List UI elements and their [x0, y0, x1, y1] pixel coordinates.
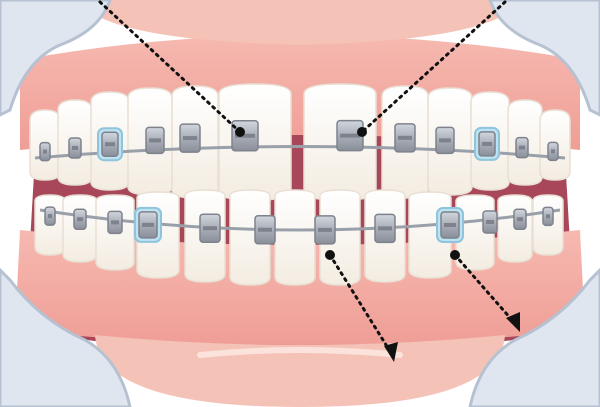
pointer-line-lower-center — [328, 253, 390, 350]
bracket-with-elastic — [97, 127, 123, 162]
lower-lip-highlight — [197, 347, 403, 358]
bracket-slot — [340, 133, 360, 138]
lower-lip — [95, 335, 505, 407]
right-upper-retractor — [488, 0, 600, 117]
lower-bracket — [374, 213, 396, 244]
bracket-slot — [48, 214, 52, 219]
upper-bracket — [39, 141, 51, 162]
bracket-slot — [72, 145, 78, 150]
lower-bracket — [44, 206, 56, 226]
bracket-slot — [444, 223, 456, 227]
right-lower-retractor — [468, 267, 600, 407]
bracket-with-elastic — [134, 206, 162, 243]
left-upper-retractor — [0, 0, 112, 117]
pointer-line-lower-right — [453, 253, 514, 322]
bracket-with-elastic — [436, 207, 464, 243]
triangle-arrow-icon — [506, 312, 520, 332]
bracket-slot — [486, 219, 494, 224]
bracket-slot — [142, 222, 154, 227]
bracket-slot — [111, 220, 119, 225]
bracket-slot — [517, 217, 523, 222]
lower-tooth — [229, 189, 271, 286]
lower-bracket — [199, 213, 221, 243]
bracket-slot — [318, 227, 332, 232]
bracket-slot — [149, 138, 161, 143]
lower-bracket — [513, 208, 527, 230]
upper-bracket — [179, 123, 201, 153]
dot-icon — [325, 250, 335, 260]
lower-bracket — [107, 210, 123, 235]
bracket-slot — [519, 145, 525, 150]
dot-icon — [357, 127, 367, 137]
lower-brackets — [44, 206, 554, 245]
triangle-arrow-icon — [384, 342, 398, 362]
upper-bracket — [435, 126, 455, 155]
upper-lip — [80, 0, 520, 45]
bracket-with-elastic — [474, 126, 500, 161]
bracket-slot — [551, 149, 555, 154]
lower-tooth — [274, 189, 316, 286]
bracket-slot — [183, 136, 197, 141]
bracket-slot — [235, 133, 255, 138]
bracket-slot — [482, 141, 492, 146]
upper-bracket — [68, 137, 82, 159]
lower-bracket — [482, 210, 498, 234]
pointer-line-upper-right — [360, 0, 507, 134]
lower-bracket — [254, 214, 276, 245]
bracket-slot — [258, 227, 272, 232]
bracket-slot — [398, 135, 412, 140]
upper-bracket — [547, 141, 559, 162]
bracket-slot — [43, 149, 47, 154]
bracket-slot — [203, 226, 217, 231]
upper-bracket — [394, 123, 416, 153]
pointer-lines — [98, 0, 520, 362]
dot-icon — [450, 250, 460, 260]
bracket-slot — [439, 138, 451, 143]
bracket-slot — [546, 214, 550, 219]
upper-bracket — [145, 126, 165, 155]
lower-tooth — [319, 189, 361, 286]
bracket-slot — [378, 226, 392, 231]
left-lower-retractor — [0, 267, 132, 407]
bracket-slot — [105, 142, 115, 147]
upper-bracket — [231, 120, 259, 152]
dot-icon — [235, 127, 245, 137]
upper-bracket — [336, 119, 364, 152]
lower-bracket — [314, 215, 336, 245]
upper-bracket — [515, 136, 529, 159]
lower-bracket — [73, 208, 87, 230]
bracket-slot — [77, 217, 83, 222]
lower-bracket — [542, 206, 554, 227]
